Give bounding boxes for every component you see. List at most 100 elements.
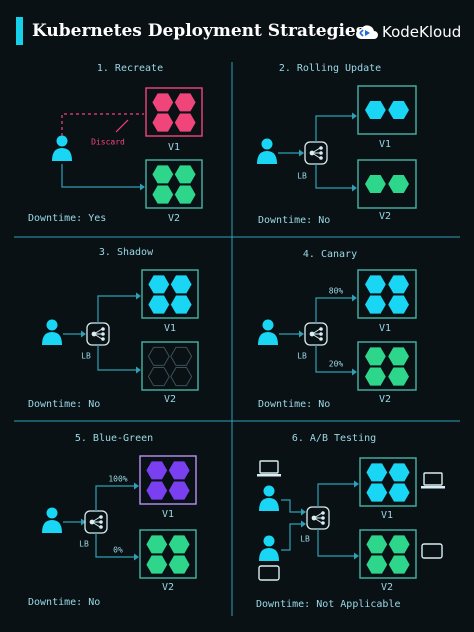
arrow-head	[299, 330, 304, 338]
canary-v2-connection	[315, 345, 352, 373]
arrow-head	[301, 508, 306, 516]
recreate-new-connection	[61, 164, 140, 188]
lb-node	[321, 521, 325, 525]
hexagon-pod-icon	[388, 555, 410, 574]
hexagon-pod-icon	[365, 175, 386, 193]
lb-branch	[311, 328, 321, 335]
recreate-v2-label: V2	[168, 213, 180, 224]
hexagon-pod-icon	[388, 367, 409, 386]
blue-green-v2-box	[139, 529, 197, 579]
hexagon-pod-icon	[170, 367, 193, 387]
rolling-v2-label: V2	[379, 211, 391, 222]
arrow-head	[134, 482, 139, 490]
user-icon-body	[259, 548, 279, 561]
arrow-head	[301, 520, 306, 528]
hexagon-pod-icon	[146, 461, 168, 480]
hexagon-pod-icon	[146, 535, 168, 554]
blue-green-user-icon	[46, 507, 58, 519]
lb-branch	[93, 328, 103, 335]
blue-green-lb-label: LB	[79, 540, 89, 549]
ab-user-top-icon	[263, 485, 275, 497]
hexagon-pod-icon	[388, 295, 409, 314]
page-title: Kubernetes Deployment Strategies	[32, 21, 366, 41]
discard-pointer	[115, 119, 129, 133]
lb-branch	[311, 333, 321, 340]
arrow-head	[352, 368, 357, 376]
cloud-logo-icon	[356, 25, 378, 39]
lb-branch	[311, 147, 321, 154]
ab-user-bottom-icon	[263, 535, 275, 547]
hexagon-pod-icon	[152, 165, 174, 184]
hexagon-pod-icon	[147, 367, 170, 387]
lb-node	[319, 337, 323, 341]
rolling-v1-box	[357, 85, 417, 135]
hexagon-pod-icon	[146, 555, 168, 574]
ab-v2-box	[359, 529, 417, 579]
lb-node	[319, 332, 323, 336]
hexagon-pod-icon	[388, 101, 409, 119]
user-icon-body	[42, 520, 62, 533]
lb-branch	[91, 516, 101, 523]
hexagon-pod-icon	[152, 93, 174, 112]
recreate-old-connection	[61, 113, 144, 136]
shadow-v1-box	[141, 269, 199, 319]
brand-name: KodeKloud	[382, 23, 462, 41]
blue-green-v2-label: V2	[162, 582, 174, 593]
user-icon-body	[42, 332, 62, 345]
hexagon-pod-icon	[174, 165, 196, 184]
hexagon-pod-icon	[174, 113, 196, 132]
ab-tablet-right-icon	[421, 543, 443, 559]
arrow-head	[299, 149, 304, 157]
laptop-base	[257, 474, 281, 477]
hexagon-pod-icon	[148, 295, 170, 314]
hexagon-pod-icon	[365, 347, 386, 366]
ab-lb-label: LB	[300, 535, 310, 544]
blue-green-v1-label: V1	[162, 509, 174, 520]
lb-branch	[313, 517, 323, 524]
blue-green-title: 5. Blue-Green	[75, 433, 153, 444]
canary-v2-label: V2	[379, 394, 391, 405]
brand-logo: KodeKloud	[354, 20, 464, 44]
blue-green-v1-box	[139, 455, 197, 505]
shadow-downtime: Downtime: No	[28, 399, 100, 410]
lb-node	[319, 327, 323, 331]
lb-node	[321, 511, 325, 515]
ab-title: 6. A/B Testing	[292, 433, 376, 444]
lb-node	[319, 156, 323, 160]
hexagon-pod-icon	[152, 185, 174, 204]
rolling-downtime: Downtime: No	[258, 215, 330, 226]
canary-v1-label: V1	[379, 323, 391, 334]
recreate-v1-box	[145, 87, 203, 137]
hexagon-pod-icon	[366, 555, 388, 574]
ab-v1-connection	[317, 483, 354, 507]
blue-green-v2-percent: 0%	[113, 546, 123, 555]
lb-node	[101, 327, 105, 331]
canary-user-icon	[262, 319, 274, 331]
user-icon-body	[52, 148, 72, 161]
shadow-v1-connection	[97, 295, 136, 323]
ab-v1-box	[359, 457, 417, 507]
lb-branch	[93, 333, 103, 340]
canary-v2-box	[357, 341, 417, 391]
hexagon-pod-icon	[168, 461, 190, 480]
hexagon-pod-icon	[388, 175, 409, 193]
lb-node	[319, 151, 323, 155]
rolling-v2-connection	[315, 164, 352, 189]
shadow-lb-label: LB	[81, 352, 91, 361]
lb-node	[99, 525, 103, 529]
user-icon-body	[259, 498, 279, 511]
laptop-base	[421, 486, 445, 489]
ab-tablet-icon	[258, 565, 280, 581]
hexagon-pod-icon	[365, 101, 386, 119]
arrow-head	[352, 294, 357, 302]
hexagon-pod-icon	[174, 185, 196, 204]
ab-v2-connection	[317, 529, 354, 557]
rolling-v2-box	[357, 159, 417, 209]
hexagon-pod-icon	[170, 346, 193, 366]
shadow-v1-label: V1	[164, 323, 176, 334]
shadow-v2-connection	[97, 345, 136, 371]
shadow-v2-label: V2	[164, 394, 176, 405]
canary-lb-label: LB	[297, 352, 307, 361]
rolling-v1-label: V1	[379, 139, 391, 150]
